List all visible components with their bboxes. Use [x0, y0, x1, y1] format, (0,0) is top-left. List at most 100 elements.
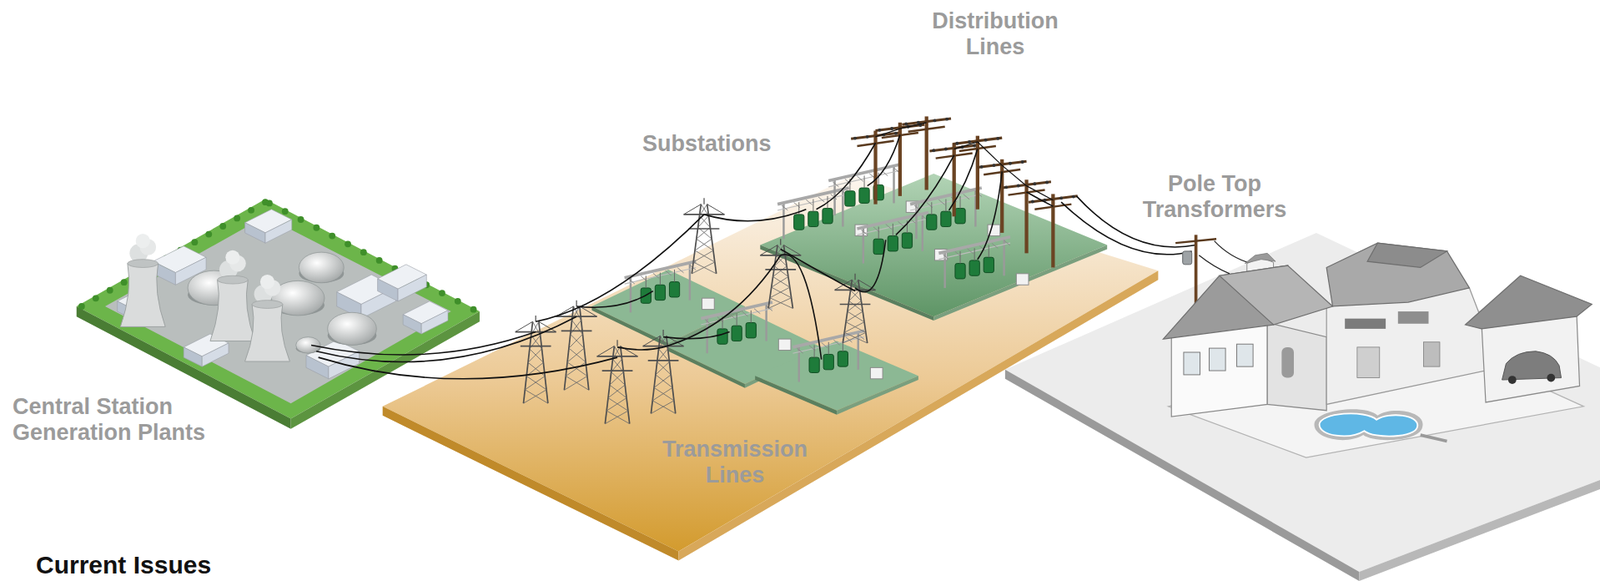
power-wire — [949, 149, 978, 211]
tower-peak — [535, 315, 537, 322]
substation-pad — [754, 341, 919, 411]
transformer-unit — [887, 236, 898, 252]
tower-brace — [771, 286, 792, 298]
tower-brace — [526, 376, 547, 390]
insulator — [1032, 181, 1037, 186]
tower-arm-brace — [759, 245, 778, 256]
control-house — [870, 367, 883, 378]
control-house — [702, 297, 715, 309]
house — [1162, 242, 1592, 458]
bushing — [645, 275, 647, 288]
tree — [297, 216, 305, 223]
power-wire — [617, 347, 664, 350]
transmission-tower — [597, 339, 639, 423]
transformer-unit — [745, 322, 756, 338]
tree — [470, 306, 478, 313]
power-wire — [1026, 191, 1054, 207]
pole-crossarm — [1175, 238, 1217, 243]
insulator — [996, 136, 1000, 141]
section-heading: Current Issues — [35, 550, 212, 580]
gantry-brace — [942, 254, 949, 260]
bushing — [674, 269, 675, 282]
window — [1237, 343, 1254, 367]
tree — [344, 240, 352, 247]
bushing — [812, 199, 814, 212]
insulator — [991, 163, 996, 167]
tower-brace — [611, 372, 626, 385]
tower-brace — [609, 384, 627, 398]
tree — [360, 248, 368, 256]
transformer-unit — [859, 187, 870, 203]
building-wall — [245, 222, 266, 243]
gantry-brace — [1004, 240, 1011, 246]
tower-arm — [597, 355, 639, 358]
tower-brace — [657, 361, 672, 374]
insulator — [877, 128, 881, 132]
bushing — [930, 201, 932, 215]
insulator — [980, 165, 984, 169]
insulator — [1021, 160, 1025, 164]
bushing — [878, 226, 880, 240]
distribution-label: Distribution Lines — [925, 8, 1065, 61]
tower-brace — [568, 333, 584, 348]
tree — [205, 231, 212, 238]
distribution-pole — [977, 159, 1027, 233]
bushing — [878, 172, 880, 186]
tower-arm — [561, 329, 593, 332]
tower-brace — [567, 362, 588, 377]
tower-brace — [849, 300, 864, 312]
gantry-brace — [885, 224, 892, 230]
bushing — [945, 199, 946, 212]
tree — [328, 232, 336, 240]
gantry-brace — [628, 278, 635, 284]
gantry-brace — [729, 313, 736, 319]
cooling-tower-rim — [251, 300, 283, 309]
insulator — [933, 118, 937, 122]
gantry-brace — [967, 248, 974, 254]
tree — [261, 198, 269, 206]
tower-brace — [845, 322, 866, 333]
generation-label: Central Station Generation Plants — [12, 393, 222, 446]
tree — [247, 206, 255, 214]
building-wall — [421, 310, 448, 334]
distribution-pole — [850, 130, 901, 205]
tower-arm-brace — [684, 204, 702, 215]
gantry-brace — [741, 311, 748, 317]
tower-arm — [648, 359, 680, 362]
window — [1183, 352, 1201, 375]
gantry-brace — [991, 242, 998, 248]
insulator — [972, 143, 977, 147]
tower-arm-brace — [707, 204, 725, 215]
tower-peak — [616, 339, 618, 346]
insulator — [944, 147, 948, 151]
tower-arm — [602, 369, 634, 372]
tower-peak — [854, 273, 856, 280]
insulator — [894, 131, 898, 136]
gantry-brace — [938, 199, 945, 205]
substation-structure — [857, 211, 948, 263]
tower-brace — [844, 322, 865, 333]
transformer-unit — [969, 260, 980, 276]
gantry-brace — [857, 176, 864, 182]
power-wire — [977, 171, 1002, 260]
tower-brace — [529, 348, 544, 363]
power-wire — [954, 141, 1054, 201]
gantry-brace — [665, 270, 672, 276]
power-wire — [663, 255, 781, 348]
building-wall — [265, 219, 292, 243]
tower-brace — [565, 376, 589, 391]
roof-slope — [1219, 265, 1334, 325]
tower-brace — [606, 397, 627, 411]
tree — [312, 224, 320, 232]
bushing — [988, 245, 990, 258]
transmission-label: Transmission Lines — [654, 436, 816, 489]
tower-peak — [576, 300, 578, 307]
swimming-pool — [1319, 412, 1419, 436]
steam — [225, 250, 240, 265]
tower-arm-brace — [515, 321, 534, 332]
insulator — [984, 138, 988, 142]
bushing — [864, 175, 866, 188]
transformer-unit — [822, 208, 833, 224]
substation-pad-edge — [754, 375, 837, 414]
garage-roof — [1465, 275, 1593, 329]
